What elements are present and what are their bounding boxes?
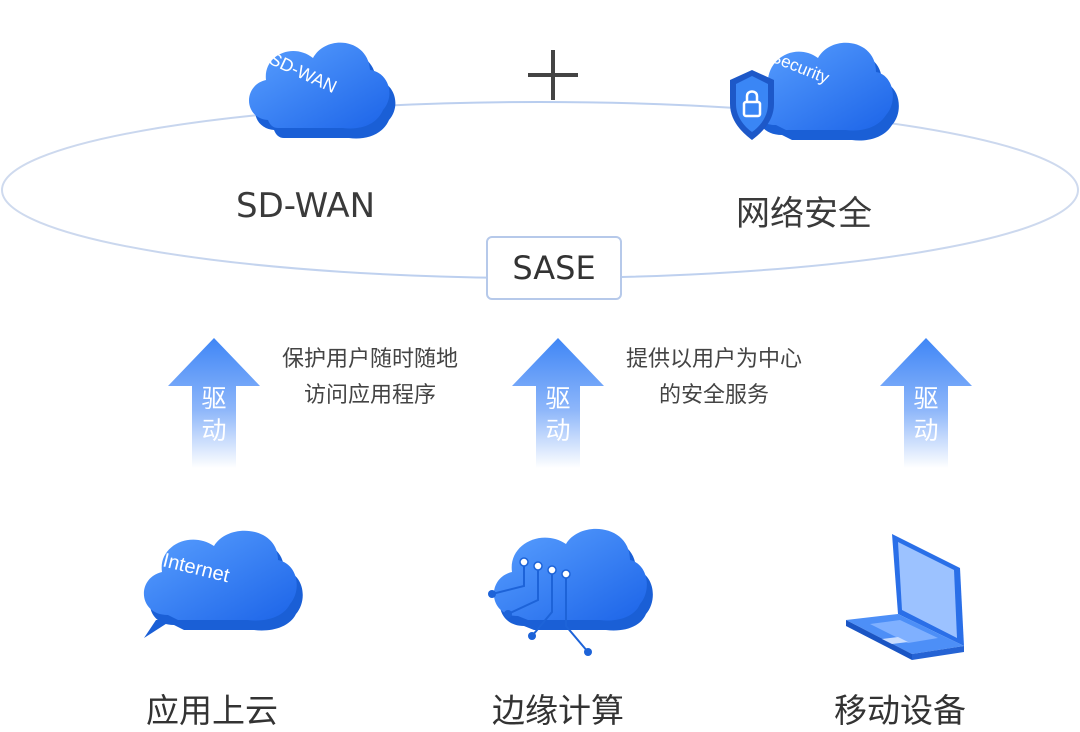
- desc-right-line1: 提供以用户为中心: [626, 347, 803, 372]
- desc-right: 提供以用户为中心 的安全服务: [626, 342, 802, 414]
- internet-cloud-icon: Internet: [143, 530, 303, 638]
- security-cloud-icon: Security: [730, 42, 899, 141]
- arrow-left-drive-2: 动: [201, 416, 227, 445]
- security-label: 网络安全: [736, 194, 872, 234]
- arrow-left-drive-1: 驱: [201, 384, 227, 413]
- arrow-right-drive-2: 动: [913, 416, 939, 445]
- arrow-middle: 驱 动: [512, 338, 604, 468]
- arrow-middle-icon: [512, 338, 604, 468]
- plus-icon: [526, 48, 580, 102]
- arrow-left-icon: [168, 338, 260, 468]
- circuit-lines: [491, 564, 589, 653]
- arrow-right: 驱 动: [880, 338, 972, 468]
- mobile-device-label: 移动设备: [834, 691, 966, 730]
- edge-computing-label: 边缘计算: [492, 691, 624, 730]
- arrow-right-drive-1: 驱: [913, 384, 939, 413]
- sase-box: SASE: [486, 236, 622, 300]
- arrow-middle-drive-2: 动: [545, 416, 571, 445]
- circuit-nodes: [519, 557, 571, 579]
- desc-left: 保护用户随时随地 访问应用程序: [282, 342, 458, 414]
- arrow-middle-drive-1: 驱: [545, 384, 571, 413]
- edge-cloud-icon: [488, 528, 653, 656]
- laptop-icon: [846, 534, 964, 660]
- app-cloud-label: 应用上云: [146, 691, 278, 730]
- arrow-right-icon: [880, 338, 972, 468]
- desc-left-line2: 访问应用程序: [304, 383, 437, 408]
- sdwan-cloud-icon: SD-WAN: [248, 42, 396, 139]
- arrow-left: 驱 动: [168, 338, 260, 468]
- lock-icon: [742, 90, 762, 118]
- desc-left-line1: 保护用户随时随地: [282, 347, 459, 372]
- sdwan-label: SD-WAN: [236, 186, 376, 226]
- desc-right-line2: 的安全服务: [659, 383, 770, 408]
